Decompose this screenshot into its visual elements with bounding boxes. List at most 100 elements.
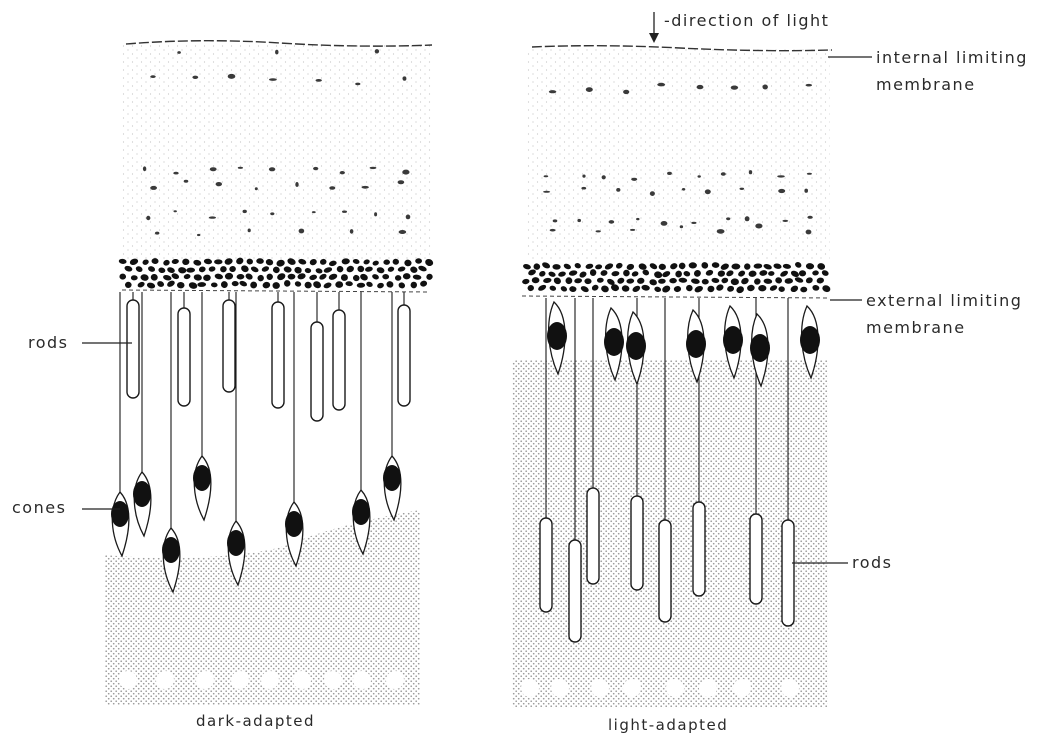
nucleus <box>410 281 419 290</box>
granule <box>591 679 609 697</box>
granule <box>261 671 279 689</box>
nucleus <box>341 274 348 281</box>
light-adapted-caption: light-adapted <box>608 716 728 734</box>
nucleus <box>357 265 365 272</box>
nucleus <box>304 268 311 274</box>
nucleus <box>527 284 535 292</box>
nucleus <box>404 259 412 267</box>
cell-speck <box>312 211 316 213</box>
nucleus <box>649 262 659 270</box>
cell-speck <box>636 218 639 220</box>
nucleus <box>211 282 218 287</box>
nucleus <box>747 284 756 292</box>
rod <box>569 540 581 642</box>
cone-nucleus <box>383 465 401 491</box>
nucleus <box>721 277 729 284</box>
cell-speck <box>398 180 405 184</box>
nucleus <box>376 282 384 289</box>
nucleus <box>309 274 318 281</box>
nucleus <box>800 286 807 292</box>
nucleus <box>533 263 541 271</box>
nucleus <box>522 278 530 284</box>
nucleus <box>328 260 337 267</box>
nucleus <box>140 274 149 282</box>
nucleus <box>700 261 709 270</box>
nucleus <box>604 262 614 271</box>
rod <box>782 520 794 626</box>
nucleus <box>256 274 265 283</box>
nucleus <box>166 279 176 288</box>
nucleus <box>553 276 563 285</box>
nucleus <box>686 285 693 292</box>
nucleus <box>565 277 572 284</box>
nucleus <box>812 270 819 276</box>
cones-left-label: cones <box>12 500 66 516</box>
cell-speck <box>329 186 335 189</box>
external-membrane-label: membrane <box>866 320 966 336</box>
nucleus <box>236 274 244 280</box>
nucleus <box>135 265 144 273</box>
granule <box>386 671 404 689</box>
nucleus <box>763 263 773 270</box>
nucleus <box>615 262 623 270</box>
nucleus <box>537 284 547 292</box>
nucleus <box>779 269 789 277</box>
cone-nucleus <box>547 322 567 350</box>
nucleus <box>715 283 724 292</box>
nucleus <box>737 269 746 277</box>
cone-nucleus <box>133 481 151 507</box>
nucleus <box>220 280 228 288</box>
cone-nucleus <box>723 326 743 354</box>
cell-speck <box>586 87 593 92</box>
nucleus <box>621 285 630 293</box>
cell-speck <box>177 51 181 54</box>
nucleus <box>239 280 248 288</box>
cell-speck <box>705 189 711 194</box>
cell-speck <box>553 219 558 222</box>
nucleus <box>425 273 433 281</box>
nucleus <box>585 263 594 270</box>
cell-speck <box>740 188 745 190</box>
nucleus <box>283 266 292 274</box>
nucleus <box>817 262 826 270</box>
cell-speck <box>807 173 812 175</box>
nucleus <box>720 262 730 271</box>
rod <box>311 322 323 421</box>
granule <box>623 679 641 697</box>
nucleus <box>769 284 778 292</box>
nucleus <box>403 273 411 279</box>
nucleus <box>186 267 195 272</box>
cell-speck <box>731 86 738 90</box>
nucleus <box>763 278 772 284</box>
nucleus <box>773 263 782 270</box>
nucleus <box>383 259 390 265</box>
cone-nucleus <box>686 330 706 358</box>
granule <box>733 679 751 697</box>
nucleus <box>240 264 250 273</box>
cell-speck <box>174 210 177 212</box>
cell-speck <box>374 212 377 216</box>
nucleus <box>653 271 662 279</box>
cell-speck <box>299 229 305 234</box>
dark-adapted-panel <box>105 41 434 705</box>
nucleus <box>387 266 395 273</box>
rods-left-label: rods <box>28 335 69 351</box>
cell-speck <box>362 186 369 189</box>
cell-speck <box>316 79 322 82</box>
cell-speck <box>697 85 704 89</box>
nucleus <box>538 270 546 278</box>
nucleus <box>794 276 804 283</box>
nucleus <box>250 265 259 273</box>
nucleus <box>784 278 793 284</box>
nucleus <box>812 284 820 291</box>
cone-nucleus <box>800 326 820 354</box>
nucleus <box>549 285 557 292</box>
cell-speck <box>657 83 665 87</box>
cell-speck <box>143 166 146 171</box>
nucleus <box>366 281 374 288</box>
nucleus <box>691 278 701 285</box>
nucleus <box>693 269 702 278</box>
cell-speck <box>667 172 672 175</box>
cone-nucleus <box>352 499 370 525</box>
nucleus <box>328 273 338 281</box>
